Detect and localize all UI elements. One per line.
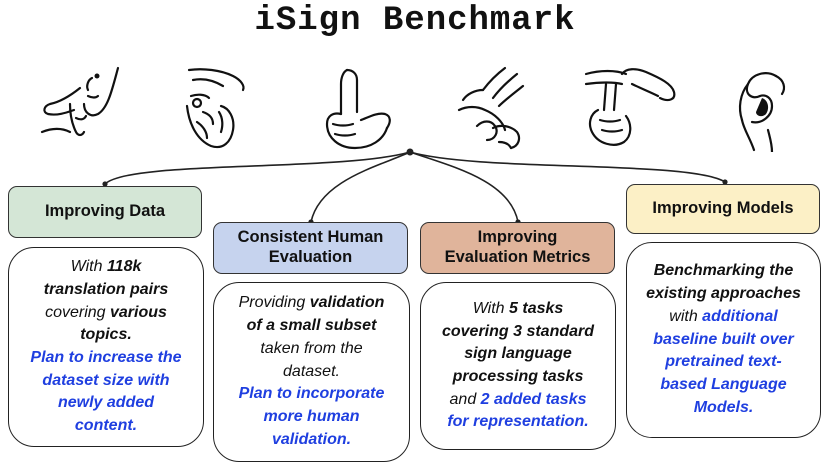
page-title: iSign Benchmark [254, 2, 576, 40]
data-line-3: covering various [45, 303, 167, 321]
models-line-2: existing approaches [646, 285, 801, 303]
human-line-2: of a small subset [246, 317, 377, 335]
evaluation-metrics-header: Improving Evaluation Metrics [420, 222, 615, 274]
data-line-1: With 118k [70, 258, 142, 276]
models-line-7: Models. [693, 398, 754, 416]
t-sign-hands-icon [584, 68, 676, 146]
clasped-hands-icon [457, 66, 525, 150]
data-plan-line-2: dataset size with [42, 371, 170, 389]
human-evaluation-card: Providing validation of a small subset t… [213, 282, 410, 462]
data-plan-line-1: Plan to increase the [30, 349, 182, 366]
hub-dot [406, 148, 414, 156]
c-sign-hand-icon [738, 72, 786, 152]
improving-models-header: Improving Models [626, 184, 820, 234]
human-line-4: dataset. [283, 362, 340, 380]
human-evaluation-title-line-1: Consistent Human [237, 228, 384, 247]
data-plan-line-4: content. [74, 417, 138, 435]
metrics-line-2: covering 3 standard [441, 322, 595, 340]
human-evaluation-header: Consistent Human Evaluation [213, 222, 408, 274]
metrics-line-1: With 5 tasks [472, 299, 564, 317]
models-line-6: based Language [660, 376, 787, 394]
evaluation-metrics-card: With 5 tasks covering 3 standard sign la… [420, 282, 616, 450]
models-line-4: baseline built over [653, 330, 794, 348]
improving-models-card: Benchmarking the existing approaches wit… [626, 242, 821, 438]
data-line-2: translation pairs [43, 280, 169, 298]
models-line-1: Benchmarking the [653, 262, 794, 280]
hand-on-face-icon [40, 66, 120, 137]
pointing-hand-icon [185, 68, 245, 149]
metrics-line-6: for representation. [447, 413, 589, 431]
human-plan-line-3: validation. [271, 430, 352, 448]
metrics-line-5: and 2 added tasks [449, 390, 587, 408]
human-evaluation-title-line-2: Evaluation [268, 248, 353, 266]
data-line-4: topics. [80, 326, 132, 344]
human-plan-line-2: more human [263, 408, 360, 426]
human-plan-line-1: Plan to incorporate [238, 385, 385, 403]
models-line-5: pretrained text- [665, 353, 782, 371]
human-line-1: Providing validation [238, 294, 385, 312]
metrics-line-3: sign language [464, 345, 572, 363]
l-sign-hand-icon [325, 68, 391, 150]
improving-data-card: With 118k translation pairs covering var… [8, 247, 204, 447]
evaluation-metrics-title-line-1: Improving [477, 228, 558, 247]
metrics-line-4: processing tasks [452, 368, 584, 385]
improving-data-header: Improving Data [8, 186, 202, 238]
human-line-3: taken from the [260, 339, 363, 357]
models-line-3: with additional [669, 307, 778, 325]
data-plan-line-3: newly added [57, 394, 155, 412]
evaluation-metrics-title-line-2: Evaluation Metrics [444, 248, 591, 266]
improving-data-title: Improving Data [44, 202, 166, 221]
improving-models-title: Improving Models [652, 199, 794, 218]
